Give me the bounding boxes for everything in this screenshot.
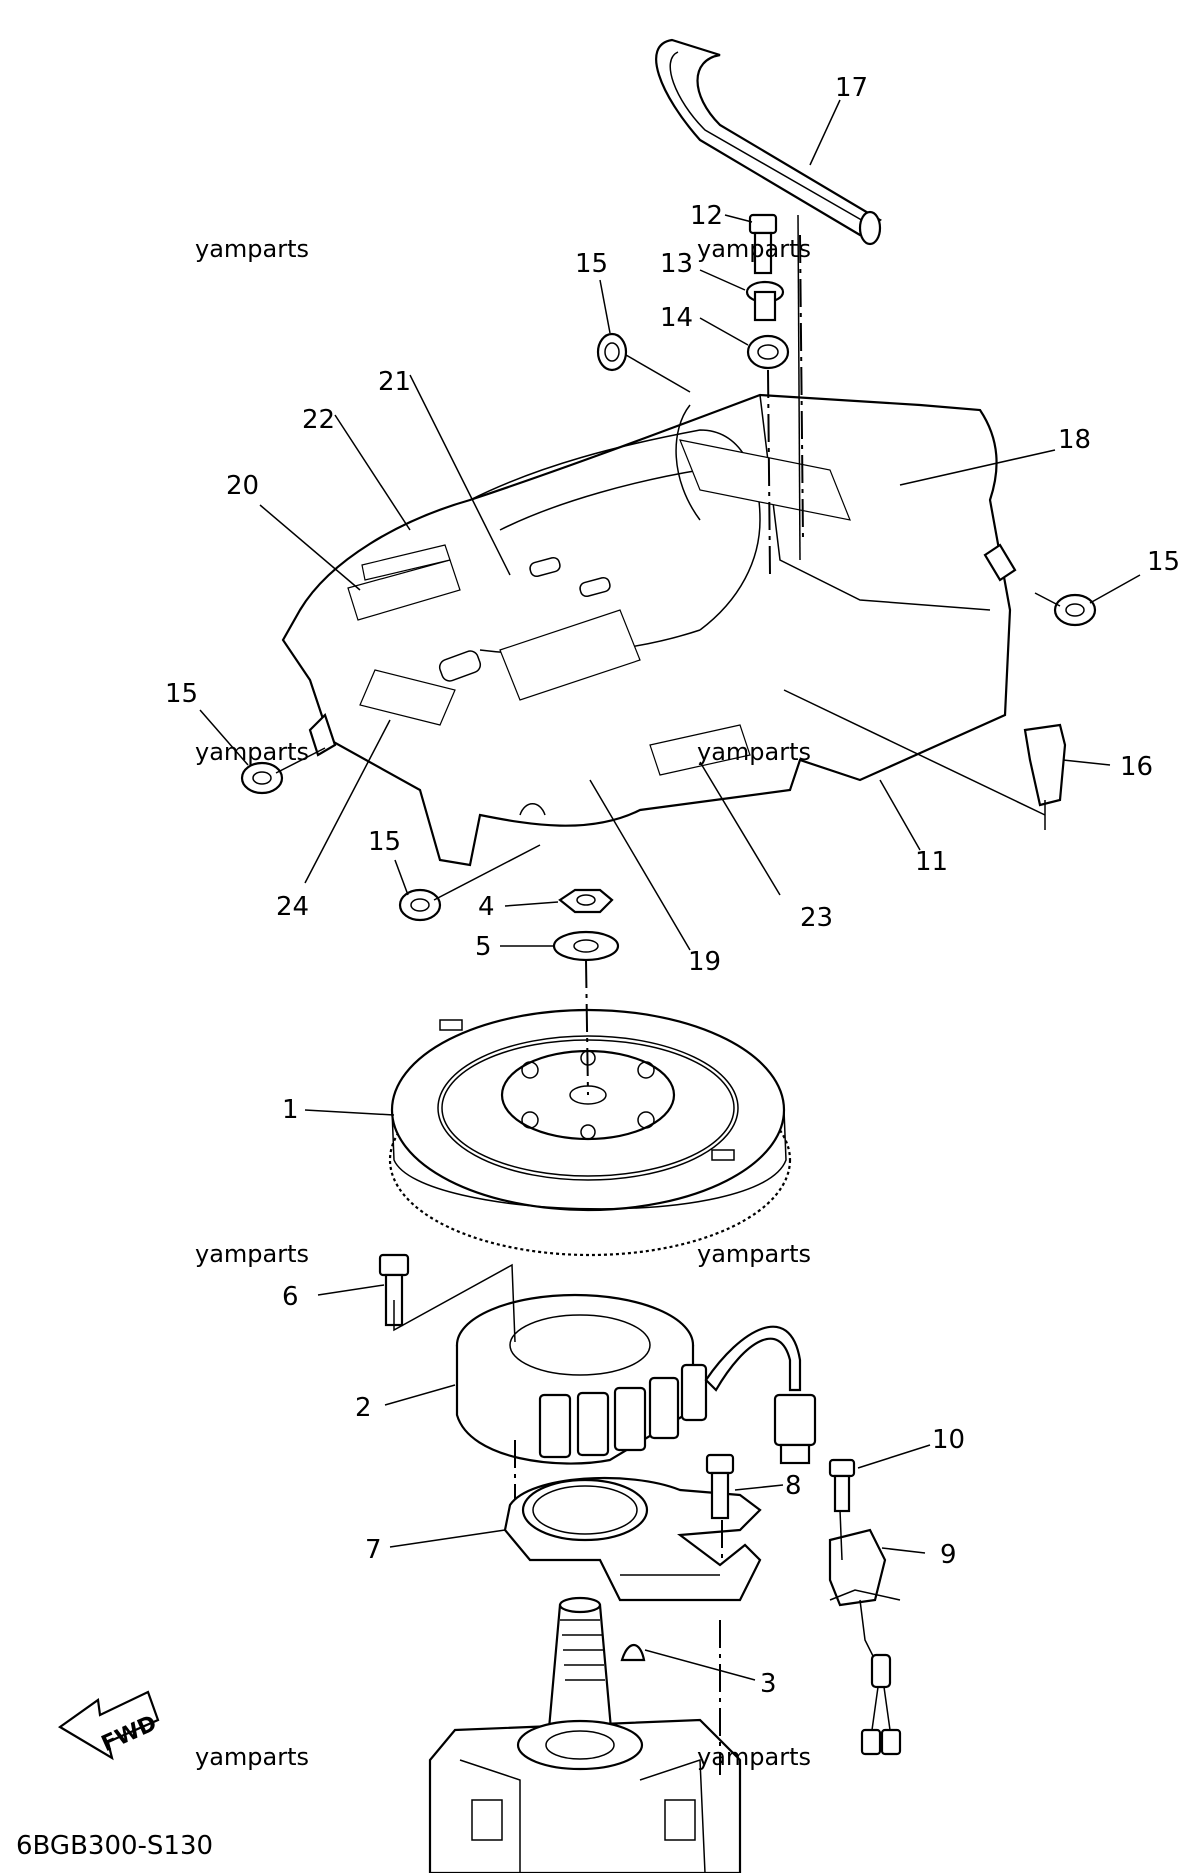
flywheel-cover-part-11 — [281, 393, 1017, 867]
callout-24: 24 — [276, 892, 309, 922]
watermark: yamparts — [697, 1240, 811, 1268]
callout-8: 8 — [785, 1471, 802, 1501]
bolt-part-12 — [748, 213, 778, 275]
callout-18: 18 — [1058, 425, 1091, 455]
bolt-part-6 — [378, 1253, 410, 1327]
callout-15b: 15 — [1147, 547, 1180, 577]
woodruff-key-part-3 — [620, 1643, 646, 1662]
stator-base-part-7 — [503, 1476, 762, 1602]
callout-1: 1 — [282, 1095, 299, 1125]
hose-part-17 — [655, 38, 882, 246]
crankshaft-engine-block — [428, 1596, 742, 1873]
watermark: yamparts — [195, 1240, 309, 1268]
stator-coils — [538, 1363, 708, 1459]
callout-2: 2 — [355, 1393, 372, 1423]
callout-11: 11 — [915, 847, 948, 877]
grommet-part-15c — [240, 761, 284, 795]
forward-direction-arrow: FWD — [57, 1690, 161, 1761]
bolt-part-10 — [828, 1458, 856, 1513]
callout-9: 9 — [940, 1540, 957, 1570]
stator-part-2 — [455, 1293, 817, 1465]
callout-5: 5 — [475, 932, 492, 962]
callout-6: 6 — [282, 1282, 299, 1312]
callout-19: 19 — [688, 947, 721, 977]
collar-part-13 — [745, 280, 785, 322]
watermarks: yamparts yamparts yamparts yamparts yamp… — [195, 235, 811, 1771]
grommet-part-15d — [398, 888, 442, 922]
watermark: yamparts — [697, 235, 811, 263]
watermark: yamparts — [697, 738, 811, 766]
callout-10: 10 — [932, 1425, 965, 1455]
callout-15c: 15 — [165, 679, 198, 709]
callout-4: 4 — [478, 892, 495, 922]
callout-14: 14 — [660, 303, 693, 333]
pulser-coil-part-9 — [828, 1528, 902, 1756]
grommet-part-15b — [1053, 593, 1097, 627]
callout-13: 13 — [660, 249, 693, 279]
callout-20: 20 — [226, 471, 259, 501]
washer-part-5 — [552, 930, 620, 962]
diagram-code: 6BGB300-S130 — [16, 1831, 213, 1861]
callout-15d: 15 — [368, 827, 401, 857]
callout-23: 23 — [800, 903, 833, 933]
callout-16: 16 — [1120, 752, 1153, 782]
callout-3: 3 — [760, 1669, 777, 1699]
grommet-part-15a — [596, 332, 628, 372]
callout-12: 12 — [690, 201, 723, 231]
callout-15a: 15 — [575, 249, 608, 279]
callout-numbers: 1 2 3 4 5 6 7 8 9 10 11 12 13 14 15 15 1… — [165, 73, 1180, 1699]
nut-part-4 — [558, 888, 614, 914]
grommet-part-14 — [746, 334, 790, 370]
watermark: yamparts — [195, 235, 309, 263]
clip-part-16 — [1023, 723, 1067, 807]
callout-17: 17 — [835, 73, 868, 103]
callout-22: 22 — [302, 405, 335, 435]
watermark: yamparts — [195, 1743, 309, 1771]
callout-21: 21 — [378, 367, 411, 397]
leader-lines — [199, 99, 1141, 1775]
flywheel-part-1 — [388, 1008, 792, 1257]
bolt-part-8 — [705, 1453, 735, 1520]
watermark: yamparts — [697, 1743, 811, 1771]
callout-7: 7 — [365, 1535, 382, 1565]
watermark: yamparts — [195, 738, 309, 766]
